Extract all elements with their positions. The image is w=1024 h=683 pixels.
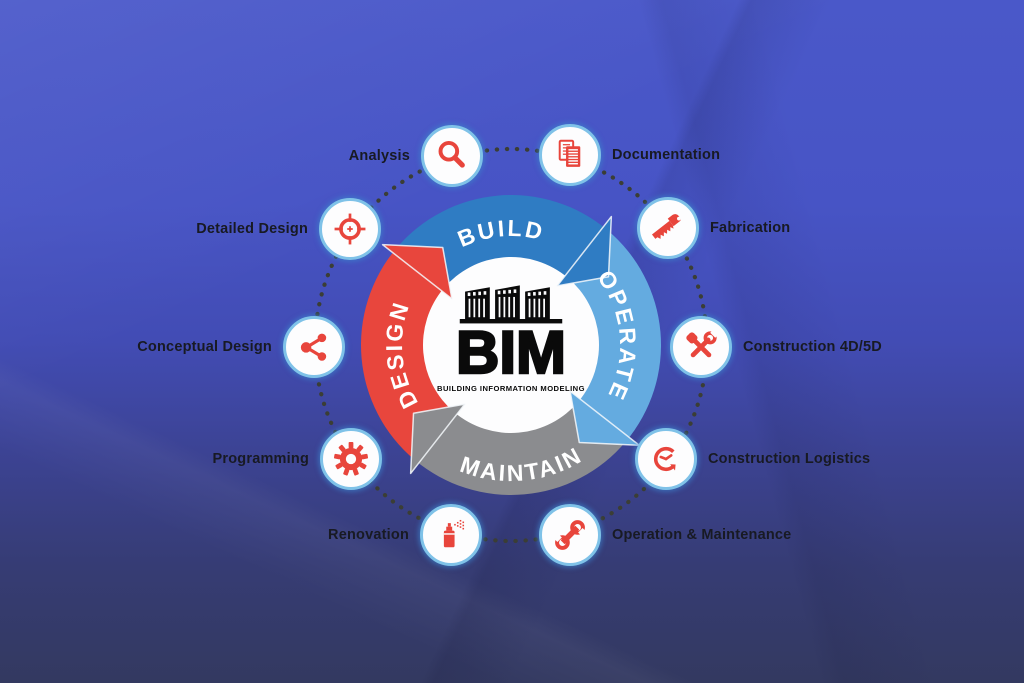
node-label: Programming — [212, 451, 309, 467]
clock-arrow-icon — [635, 428, 697, 490]
logo-subtitle: BUILDING INFORMATION MODELING — [437, 383, 585, 393]
segment-arc-design — [360, 248, 455, 460]
magnifier-icon — [421, 125, 483, 187]
segment-arc-operate — [567, 230, 662, 442]
node-label: Analysis — [348, 148, 410, 164]
node-label: Construction Logistics — [708, 451, 871, 467]
saw-icon — [637, 197, 699, 259]
node-label: Renovation — [328, 527, 409, 543]
node-label: Operation & Maintenance — [612, 527, 792, 543]
crosshair-icon — [319, 198, 381, 260]
segment-arrowhead-build — [556, 215, 613, 287]
bim-logo: BIM BUILDING INFORMATION MODELING — [411, 279, 611, 393]
segment-arc-build — [396, 194, 608, 289]
gear-icon — [320, 428, 382, 490]
segment-arrowhead-design — [381, 243, 453, 300]
segment-arrowhead-operate — [569, 390, 641, 447]
spray-can-icon — [420, 504, 482, 566]
logo-title: BIM — [455, 319, 567, 387]
crossed-tools-icon — [670, 316, 732, 378]
buildings-icon — [459, 285, 563, 324]
node-label: Detailed Design — [196, 221, 308, 237]
segment-arrowhead-maintain — [409, 403, 466, 475]
node-label: Fabrication — [710, 220, 791, 236]
wrench-icon — [539, 504, 601, 566]
segment-arc-maintain — [414, 401, 626, 496]
share-icon — [283, 316, 345, 378]
node-label: Documentation — [612, 147, 721, 163]
node-label: Construction 4D/5D — [743, 339, 882, 355]
node-label: Conceptual Design — [137, 339, 272, 355]
documents-icon — [539, 124, 601, 186]
